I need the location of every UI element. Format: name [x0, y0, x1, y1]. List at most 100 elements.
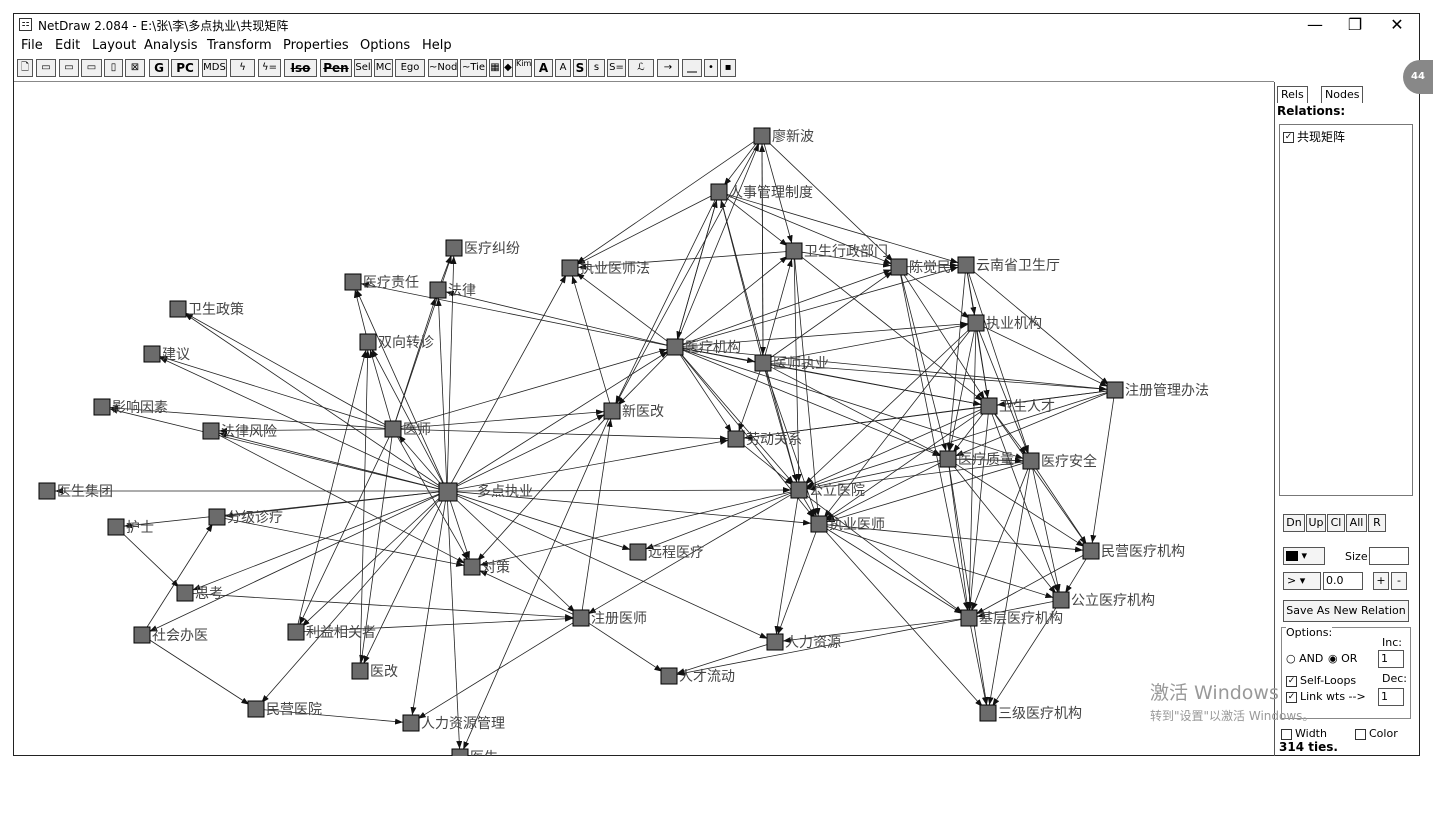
menu-help[interactable]: Help: [422, 38, 452, 53]
threshold-input[interactable]: 0.0: [1323, 572, 1363, 590]
node-27[interactable]: [810, 515, 828, 533]
node-7[interactable]: [344, 273, 362, 291]
menu-edit[interactable]: Edit: [55, 38, 81, 53]
arrow-icon[interactable]: →: [657, 59, 679, 77]
and-radio[interactable]: ○ AND: [1286, 652, 1324, 665]
node-35[interactable]: [133, 626, 151, 644]
s-eq-button[interactable]: S=: [607, 59, 626, 77]
node-16[interactable]: [93, 398, 111, 416]
node-15[interactable]: [1106, 381, 1124, 399]
inc-input[interactable]: 1: [1378, 650, 1404, 668]
tab-rels[interactable]: Rels: [1277, 86, 1308, 103]
color-picker[interactable]: ▾: [1283, 547, 1325, 565]
node-0[interactable]: [753, 127, 771, 145]
g-button[interactable]: G: [149, 59, 169, 77]
network-graph[interactable]: 廖新波人事管理制度卫生行政部门陈觉民云南省卫生厅执业医师法医疗纠纷医疗责任法律卫…: [14, 82, 1274, 756]
node-45[interactable]: [451, 748, 469, 756]
open-icon[interactable]: ▭: [36, 59, 56, 77]
grid-icon[interactable]: ▦: [489, 59, 501, 77]
menu-properties[interactable]: Properties: [283, 38, 349, 53]
relation-checkbox[interactable]: ✓: [1283, 132, 1294, 143]
node-4[interactable]: [957, 256, 975, 274]
node-1[interactable]: [710, 183, 728, 201]
node-2[interactable]: [785, 242, 803, 260]
node-37[interactable]: [572, 609, 590, 627]
relations-list[interactable]: ✓共现矩阵: [1279, 124, 1413, 496]
node-33[interactable]: [176, 584, 194, 602]
node-24[interactable]: [38, 482, 56, 500]
netdraw-app-icon[interactable]: ⚏: [19, 18, 32, 31]
dot-icon[interactable]: •: [704, 59, 718, 77]
node-23[interactable]: [1022, 452, 1040, 470]
all-button[interactable]: All: [1346, 514, 1367, 532]
color-checkbox[interactable]: Color: [1355, 727, 1398, 740]
minimize-button[interactable]: —: [1307, 15, 1323, 34]
mds-button[interactable]: MDS: [202, 59, 227, 77]
node-18[interactable]: [384, 420, 402, 438]
curve-icon[interactable]: ℒ: [628, 59, 654, 77]
node-5[interactable]: [561, 259, 579, 277]
size-input[interactable]: [1369, 547, 1409, 565]
cl-button[interactable]: Cl: [1327, 514, 1345, 532]
menu-layout[interactable]: Layout: [92, 38, 137, 53]
node-32[interactable]: [1082, 542, 1100, 560]
operator-select[interactable]: > ▾: [1283, 572, 1321, 590]
or-radio[interactable]: ◉ OR: [1328, 652, 1358, 665]
sel-button[interactable]: Sel: [354, 59, 372, 77]
a-large-button[interactable]: A: [534, 59, 553, 77]
lightning-icon[interactable]: ϟ: [230, 59, 255, 77]
save-as-new-relation-button[interactable]: Save As New Relation: [1283, 600, 1409, 622]
node-25[interactable]: [438, 482, 458, 502]
open-data-icon[interactable]: ▭: [59, 59, 79, 77]
node-14[interactable]: [967, 314, 985, 332]
menu-options[interactable]: Options: [360, 38, 411, 53]
self-loops-checkbox[interactable]: ✓Self-Loops: [1286, 674, 1356, 687]
node-6[interactable]: [445, 239, 463, 257]
node-28[interactable]: [107, 518, 125, 536]
width-checkbox[interactable]: Width: [1281, 727, 1327, 740]
node-13[interactable]: [754, 354, 772, 372]
plus-button[interactable]: +: [1373, 572, 1389, 590]
menu-transform[interactable]: Transform: [207, 38, 272, 53]
tie-button[interactable]: ~Tie: [460, 59, 487, 77]
dn-button[interactable]: Dn: [1283, 514, 1305, 532]
node-30[interactable]: [629, 543, 647, 561]
menu-file[interactable]: File: [21, 38, 43, 53]
node-40[interactable]: [351, 662, 369, 680]
node-9[interactable]: [169, 300, 187, 318]
node-12[interactable]: [666, 338, 684, 356]
node-button[interactable]: ~Node: [428, 59, 458, 77]
node-43[interactable]: [979, 704, 997, 722]
tab-nodes[interactable]: Nodes: [1321, 86, 1364, 103]
network-canvas[interactable]: 廖新波人事管理制度卫生行政部门陈觉民云南省卫生厅执业医师法医疗纠纷医疗责任法律卫…: [14, 82, 1275, 756]
node-17[interactable]: [202, 422, 220, 440]
mc-button[interactable]: MC: [374, 59, 393, 77]
open-attr-icon[interactable]: ▭: [81, 59, 102, 77]
node-19[interactable]: [603, 402, 621, 420]
node-11[interactable]: [359, 333, 377, 351]
node-31[interactable]: [463, 558, 481, 576]
a-small-button[interactable]: A: [555, 59, 571, 77]
node-20[interactable]: [727, 430, 745, 448]
s-large-button[interactable]: S: [573, 59, 587, 77]
r-button[interactable]: R: [1368, 514, 1386, 532]
node-21[interactable]: [980, 397, 998, 415]
node-34[interactable]: [1052, 591, 1070, 609]
side-badge[interactable]: 44: [1403, 60, 1433, 94]
node-38[interactable]: [960, 609, 978, 627]
node-44[interactable]: [402, 714, 420, 732]
pc-button[interactable]: PC: [171, 59, 199, 77]
save-icon[interactable]: ▯: [104, 59, 123, 77]
node-42[interactable]: [247, 700, 265, 718]
extra-icon[interactable]: ▪: [720, 59, 736, 77]
relation-item[interactable]: ✓共现矩阵: [1283, 128, 1345, 145]
close-button[interactable]: ✕: [1390, 15, 1404, 34]
node-26[interactable]: [790, 481, 808, 499]
node-39[interactable]: [766, 633, 784, 651]
s-small-button[interactable]: s: [588, 59, 605, 77]
node-8[interactable]: [429, 281, 447, 299]
shape-icon[interactable]: ◆: [503, 59, 513, 77]
node-29[interactable]: [208, 508, 226, 526]
menu-analysis[interactable]: Analysis: [144, 38, 198, 53]
node-3[interactable]: [890, 258, 908, 276]
